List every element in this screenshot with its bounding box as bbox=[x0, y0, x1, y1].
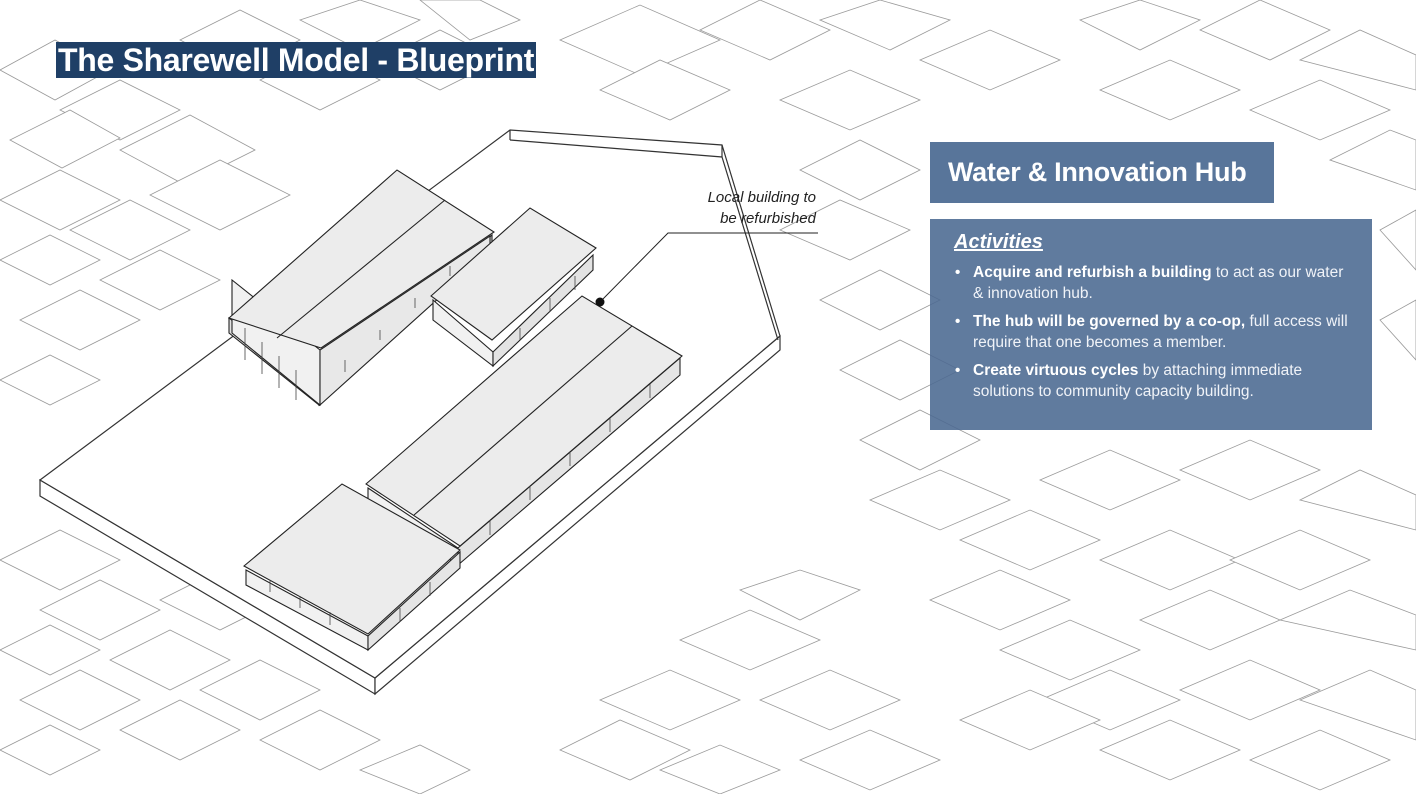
hub-header: Water & Innovation Hub bbox=[930, 142, 1274, 203]
item-text: by attaching immediate solutions to comm… bbox=[973, 362, 1303, 400]
building-north-west bbox=[227, 169, 496, 407]
list-item: • Create virtuous cycles by attaching imm… bbox=[954, 360, 1348, 402]
item-bold: The hub will be governed by a co-op, bbox=[973, 313, 1246, 330]
list-item: • Acquire and refurbish a building to act… bbox=[954, 262, 1348, 304]
bullet-icon: • bbox=[955, 362, 961, 379]
list-item: • The hub will be governed by a co-op, fu… bbox=[954, 311, 1348, 353]
callout-line-2: be refurbished bbox=[720, 210, 816, 227]
activities-heading: Activities bbox=[954, 231, 1043, 253]
page-title: The Sharewell Model - Blueprint bbox=[56, 42, 537, 78]
item-text: full access will require that one become… bbox=[973, 313, 1348, 351]
bullet-icon: • bbox=[955, 264, 961, 281]
bullet-icon: • bbox=[955, 313, 961, 330]
item-text: to act as our water & innovation hub. bbox=[973, 264, 1344, 302]
building-south bbox=[243, 483, 461, 652]
callout-line-1: Local building to bbox=[707, 189, 816, 206]
item-bold: Acquire and refurbish a building bbox=[973, 264, 1212, 281]
site-plot bbox=[38, 129, 781, 696]
activities-panel: Activities • Acquire and refurbish a buil… bbox=[930, 219, 1372, 430]
building-callout: Local building to be refurbished bbox=[636, 187, 816, 229]
activities-list: • Acquire and refurbish a building to act… bbox=[954, 262, 1348, 402]
callout-leader bbox=[599, 232, 818, 303]
building-north-east bbox=[430, 207, 597, 368]
item-bold: Create virtuous cycles bbox=[973, 362, 1139, 379]
facade-windows bbox=[244, 266, 651, 625]
callout-dot bbox=[595, 297, 605, 307]
